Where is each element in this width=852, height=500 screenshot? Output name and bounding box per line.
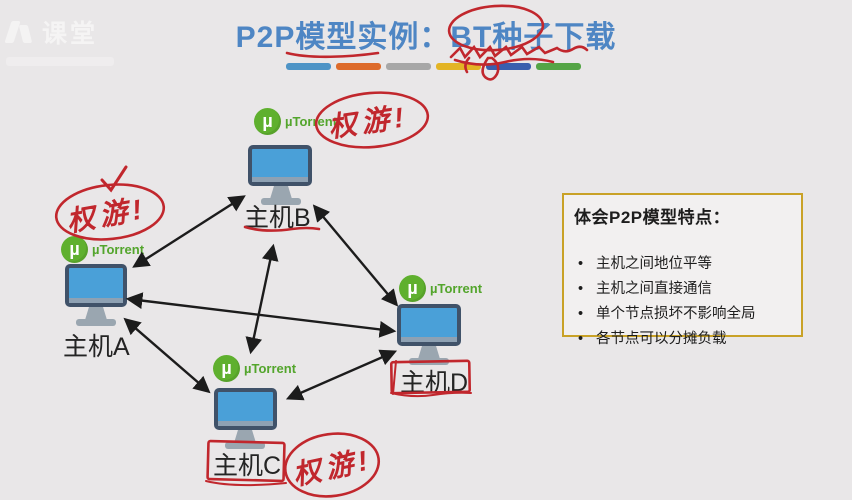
utorrent-logo: µ µTorrent xyxy=(213,355,296,382)
host-c-box-ink xyxy=(206,439,286,483)
host-d-box-scribble xyxy=(392,360,397,395)
handwriting-text-top: 权游! xyxy=(326,101,410,143)
divider-bar xyxy=(436,63,481,70)
utorrent-label: µTorrent xyxy=(430,281,483,296)
link-a-b xyxy=(132,195,246,268)
title-highlight: BT种子下载 xyxy=(450,21,617,54)
link-b-d xyxy=(312,204,399,307)
divider-bar xyxy=(286,63,331,70)
host-c-box-scribble xyxy=(205,480,287,487)
host-c-label: 主机C xyxy=(213,452,282,480)
link-c-d xyxy=(285,349,398,401)
computer-icon xyxy=(248,145,312,186)
link-b-c xyxy=(245,243,279,355)
checkmark-ink xyxy=(100,165,128,193)
page-title: P2P模型实例：BT种子下载 xyxy=(0,12,852,56)
computer-icon xyxy=(214,388,277,430)
divider-bar xyxy=(486,63,531,70)
monitor-stand xyxy=(418,346,440,359)
host-b-underline-ink xyxy=(243,225,321,232)
utorrent-logo: µ µTorrent xyxy=(254,108,337,135)
handwriting-circle-left xyxy=(54,183,166,241)
red-ink-annotations xyxy=(54,4,589,498)
monitor-stand xyxy=(270,186,292,199)
notes-item: 主机之间直接通信 xyxy=(578,277,791,302)
utorrent-icon: µ xyxy=(213,355,240,382)
utorrent-icon: µ xyxy=(254,108,281,135)
utorrent-label: µTorrent xyxy=(244,361,297,376)
utorrent-icon: µ xyxy=(399,275,426,302)
monitor-base xyxy=(225,442,265,449)
divider-bar xyxy=(536,63,581,70)
monitor-base xyxy=(261,198,301,205)
notes-item: 主机之间地位平等 xyxy=(578,252,791,277)
monitor-base xyxy=(409,358,449,365)
host-d-box-ink xyxy=(389,359,472,395)
divider-bars xyxy=(286,63,581,70)
title-prefix: P2P模型实例： xyxy=(235,21,451,54)
handwriting-text-left: 权游! xyxy=(64,193,148,237)
utorrent-logo: µ µTorrent xyxy=(61,236,144,263)
utorrent-logo: µ µTorrent xyxy=(399,275,482,302)
notes-box: 体会P2P模型特点： 主机之间地位平等 主机之间直接通信 单个节点损坏不影响全局… xyxy=(562,193,803,352)
watermark-subline xyxy=(6,57,114,66)
monitor-stand xyxy=(234,430,256,443)
utorrent-label: µTorrent xyxy=(285,114,338,129)
monitor-base xyxy=(76,319,116,326)
notes-title: 体会P2P模型特点： xyxy=(574,208,731,227)
host-d-box-scribble xyxy=(390,391,472,398)
handwriting-circle-bottom xyxy=(283,432,381,498)
handwriting-circle-top xyxy=(314,91,430,149)
p2p-links xyxy=(123,195,399,401)
divider-bar xyxy=(386,63,431,70)
red-handwriting: 权游! 权游! 权游! xyxy=(64,101,410,491)
host-b-label: 主机B xyxy=(244,204,311,232)
notes-list: 主机之间地位平等 主机之间直接通信 单个节点损坏不影响全局 各节点可以分摊负载 xyxy=(578,252,791,352)
computer-icon xyxy=(397,304,461,346)
host-a-label: 主机A xyxy=(63,333,130,361)
monitor-stand xyxy=(85,307,107,320)
notes-item: 各节点可以分摊负载 xyxy=(578,327,791,352)
link-a-c xyxy=(123,317,211,394)
computer-icon xyxy=(65,264,127,307)
handwriting-text-bottom: 权游! xyxy=(290,444,375,491)
link-a-d xyxy=(125,292,397,338)
host-d-label: 主机D xyxy=(400,369,469,397)
utorrent-label: µTorrent xyxy=(92,242,145,257)
notes-item: 单个节点损坏不影响全局 xyxy=(578,302,791,327)
divider-bar xyxy=(336,63,381,70)
utorrent-icon: µ xyxy=(61,236,88,263)
